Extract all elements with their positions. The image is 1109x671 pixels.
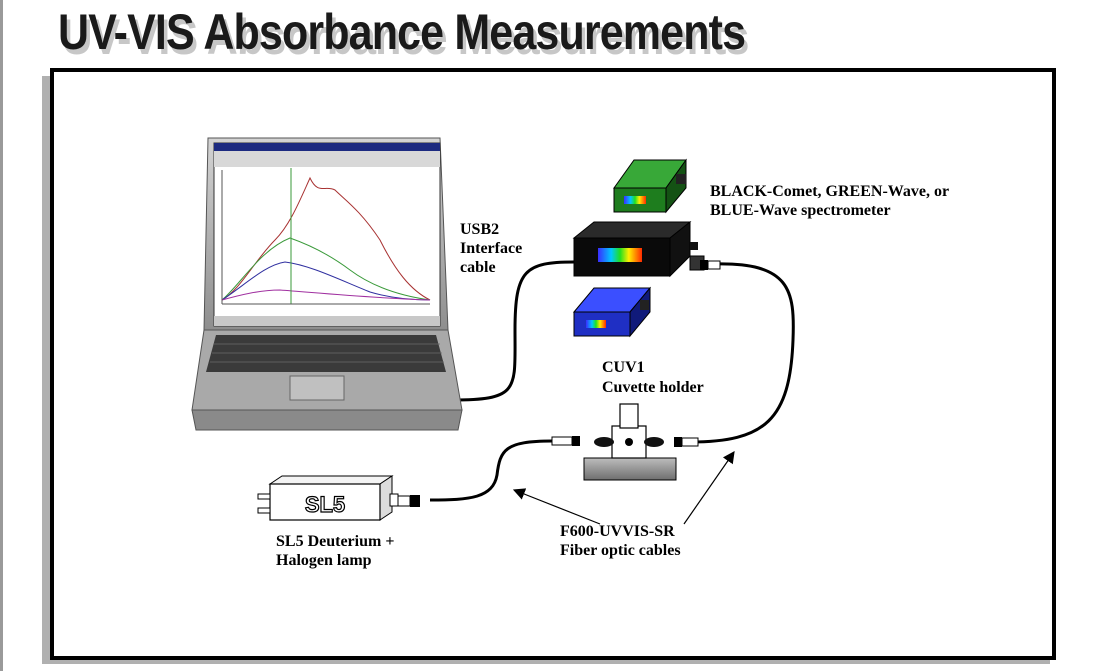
arrow-to-source-cable — [512, 488, 601, 525]
label-lamp-line1: SL5 Deuterium + — [276, 533, 395, 550]
page-left-rule — [0, 0, 3, 671]
label-usb-line1: USB2 — [460, 221, 500, 238]
cuvette-holder-icon — [583, 403, 677, 481]
fiber-connector-icon — [397, 260, 721, 507]
label-fiber-line1: F600-UVVIS-SR — [560, 523, 675, 540]
label-fiber-line2: Fiber optic cables — [560, 542, 681, 559]
spectrometer-blue-icon — [572, 286, 652, 338]
arrow-to-detector-cable — [683, 451, 735, 525]
usb-cable — [451, 260, 575, 402]
label-usb-line2: Interface — [460, 240, 523, 257]
label-cuvette-line1: CUV1 — [602, 359, 645, 376]
label-spectrometer-line1: BLACK-Comet, GREEN-Wave, or — [710, 183, 950, 200]
spectrometer-green-icon — [613, 158, 687, 214]
fiber-cable-detector — [689, 262, 795, 444]
laptop-icon — [191, 137, 463, 431]
label-lamp-line2: Halogen lamp — [276, 552, 372, 569]
spectrometer-black-icon — [572, 220, 705, 278]
lamp-icon: SL5 — [257, 475, 399, 521]
label-usb-line3: cable — [460, 259, 496, 276]
label-cuvette-line2: Cuvette holder — [602, 379, 704, 396]
page-title: UV-VIS Absorbance Measurements — [58, 4, 746, 60]
label-spectrometer-line2: BLUE-Wave spectrometer — [710, 202, 891, 219]
fiber-cable-source — [429, 439, 553, 502]
lamp-badge: SL5 — [305, 492, 345, 517]
